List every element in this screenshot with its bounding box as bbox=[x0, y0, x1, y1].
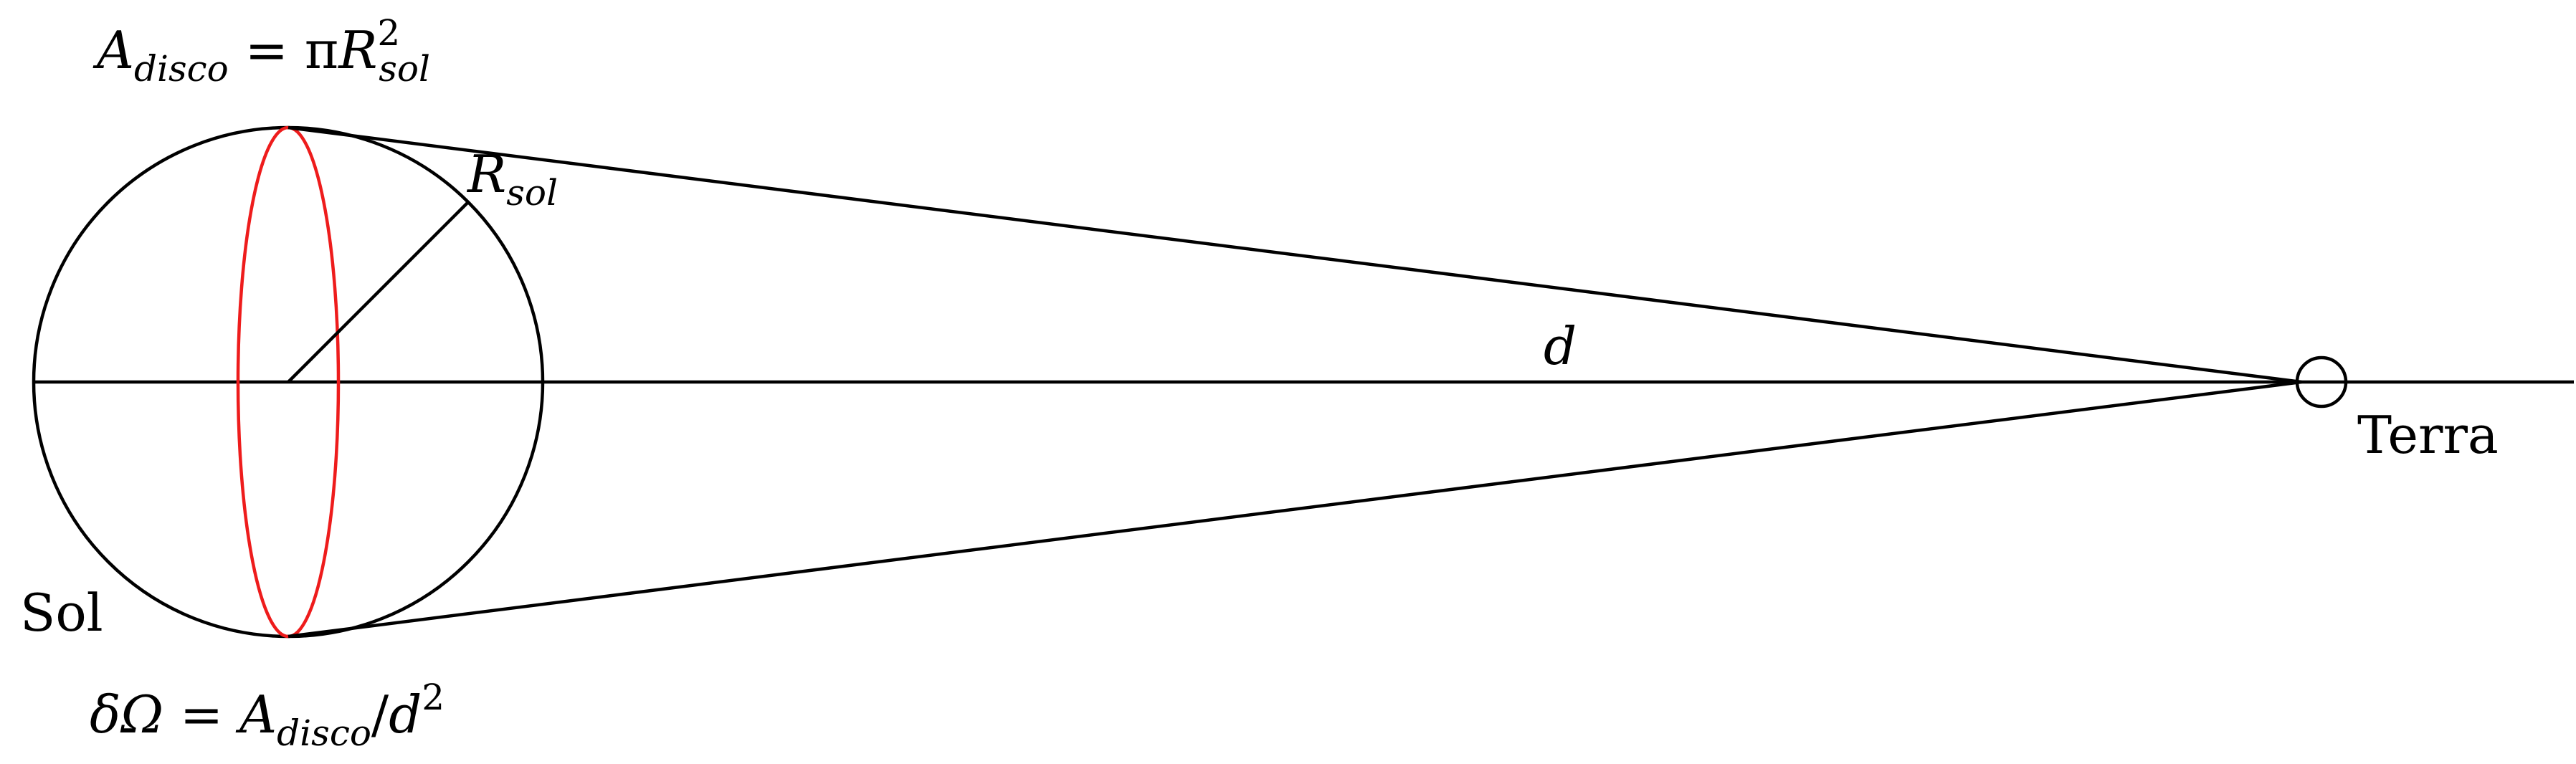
radius-label: Rsol bbox=[466, 144, 558, 214]
upper-tangent-line bbox=[287, 125, 2302, 384]
distance-label: d bbox=[1544, 316, 1577, 376]
solid-angle-formula: δΩ = Adisco/d2 bbox=[90, 677, 445, 754]
sun-label: Sol bbox=[20, 583, 103, 643]
radius-line bbox=[287, 201, 470, 383]
earth-circle bbox=[2295, 355, 2348, 409]
earth-label: Terra bbox=[2357, 405, 2499, 465]
lower-tangent-line bbox=[287, 380, 2302, 639]
